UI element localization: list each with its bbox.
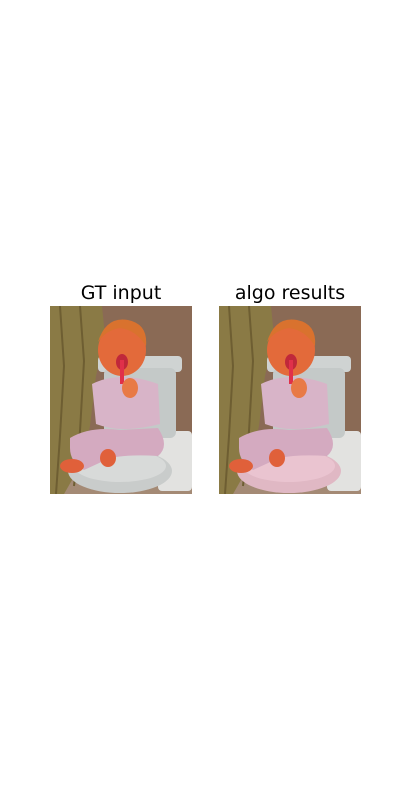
panel-gt-input: GT input [50, 280, 192, 494]
child-on-toilet-photo-gt [50, 306, 192, 494]
panel-title-gt-input: GT input [80, 282, 162, 304]
child-on-toilet-photo-result [219, 306, 361, 494]
panel-title-algo-results: algo results [234, 282, 346, 304]
panel-algo-results: algo results [219, 280, 361, 494]
